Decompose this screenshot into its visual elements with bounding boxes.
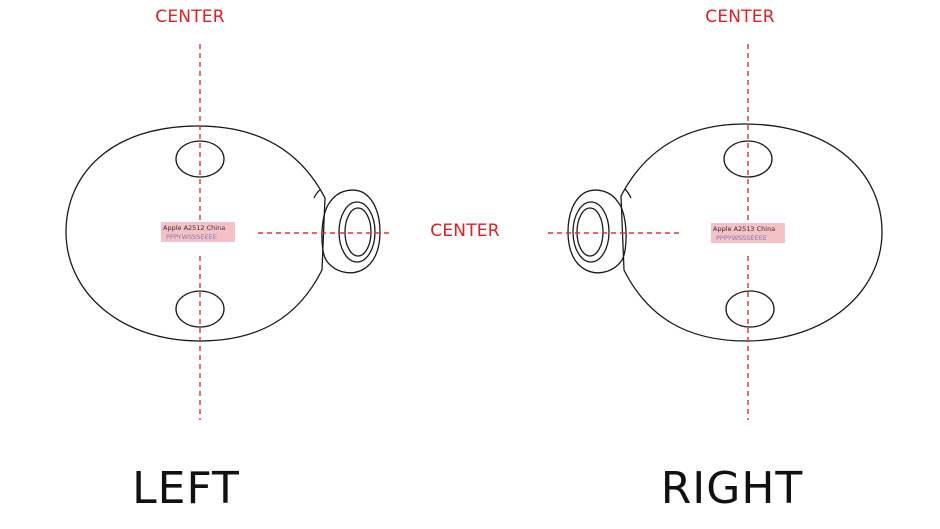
left-earbud: Apple A2512 China PPPYWSSSEEEE bbox=[65, 125, 381, 342]
right-engraving-line2: PPPYWSSSEEEE bbox=[716, 234, 767, 242]
left-eartip-outer bbox=[321, 189, 381, 274]
right-eartip-opening bbox=[572, 201, 610, 263]
center-label-middle: CENTER bbox=[430, 221, 499, 241]
right-eartip-outer bbox=[567, 189, 627, 274]
left-upper-sensor bbox=[175, 140, 225, 178]
right-upper-sensor bbox=[723, 140, 773, 178]
right-lower-sensor bbox=[725, 290, 775, 328]
left-vent-mark bbox=[313, 189, 321, 199]
right-earbud-body bbox=[620, 123, 883, 342]
right-vent-mark bbox=[624, 188, 632, 199]
right-side-label: RIGHT bbox=[661, 463, 804, 514]
left-engraving-highlight bbox=[161, 222, 235, 242]
left-eartip-inner bbox=[344, 207, 372, 257]
left-side-label: LEFT bbox=[132, 463, 240, 514]
right-eartip-inner bbox=[576, 207, 604, 257]
center-label-top-left: CENTER bbox=[155, 7, 224, 27]
right-engraving-highlight bbox=[711, 223, 785, 243]
left-engraving-line2: PPPYWSSSEEEE bbox=[166, 233, 217, 241]
left-engraving-line1: Apple A2512 China bbox=[163, 224, 225, 232]
center-label-top-right: CENTER bbox=[705, 7, 774, 27]
right-earbud: Apple A2513 China PPPYWSSSEEEE bbox=[567, 123, 883, 342]
left-lower-sensor bbox=[175, 290, 225, 328]
left-earbud-body bbox=[65, 125, 326, 342]
left-eartip-opening bbox=[338, 201, 376, 263]
right-engraving-line1: Apple A2513 China bbox=[713, 225, 775, 233]
